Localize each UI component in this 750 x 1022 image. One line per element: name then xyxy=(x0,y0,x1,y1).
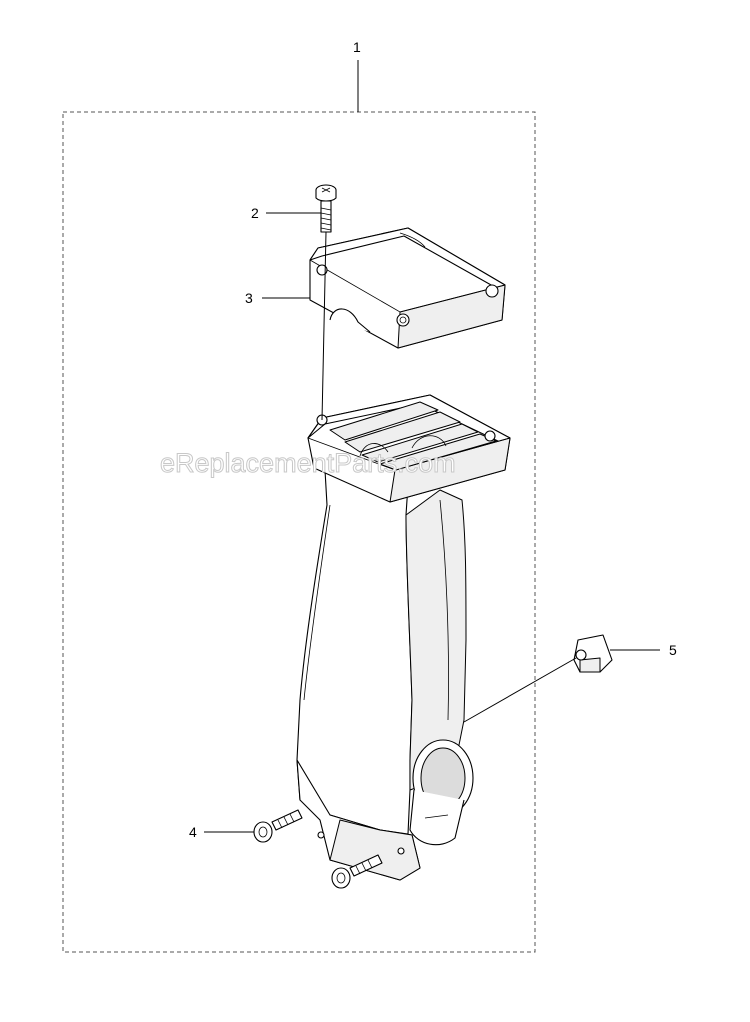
callout-3: 3 xyxy=(245,290,253,306)
clip-5 xyxy=(573,634,613,673)
lower-clamp-block xyxy=(307,394,511,503)
screw-2 xyxy=(315,184,337,233)
watermark: eReplacementParts.com xyxy=(160,448,456,478)
callout-4: 4 xyxy=(189,824,197,840)
leader-5-diag xyxy=(463,657,577,723)
leader-2-drop xyxy=(321,231,327,421)
screw-4-upper xyxy=(253,809,303,843)
upper-clamp-cap xyxy=(309,227,506,349)
callout-2: 2 xyxy=(251,205,259,221)
callout-1: 1 xyxy=(353,39,361,55)
assembly-frame xyxy=(62,111,536,953)
screw-4-lower xyxy=(331,854,383,889)
handle-body xyxy=(296,469,474,881)
callout-5: 5 xyxy=(669,642,677,658)
